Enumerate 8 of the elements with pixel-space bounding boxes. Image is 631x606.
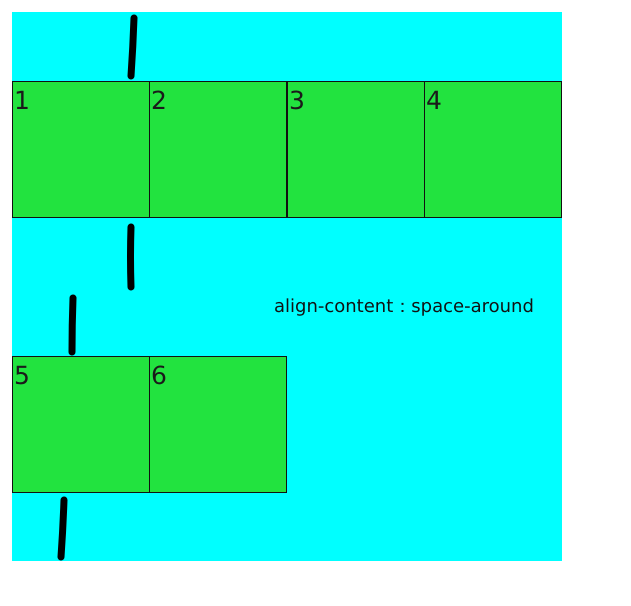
- flex-item: 2: [149, 81, 287, 218]
- flex-container: [12, 12, 562, 561]
- flex-item: 4: [424, 81, 562, 218]
- flex-item: 6: [149, 356, 287, 493]
- flex-item: 3: [287, 81, 425, 218]
- flex-item: 1: [12, 81, 150, 218]
- flex-item: 5: [12, 356, 150, 493]
- property-caption: align-content：space-around: [274, 296, 534, 318]
